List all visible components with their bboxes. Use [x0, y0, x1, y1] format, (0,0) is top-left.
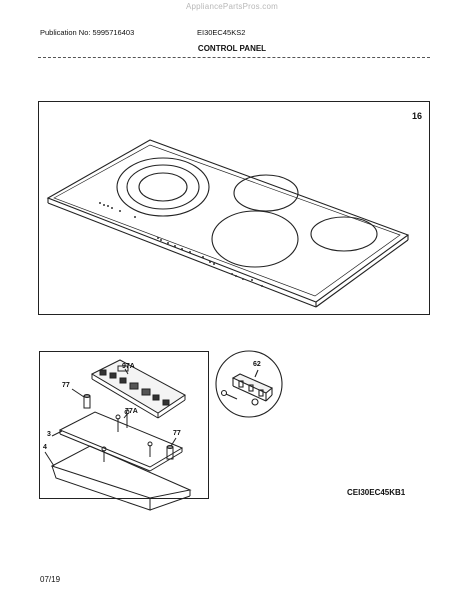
callout-77-right: 77: [173, 430, 181, 437]
document-code: CEI30EC45KB1: [347, 488, 406, 497]
model-number: EI30EC45KS2: [197, 28, 246, 37]
header-divider: [38, 57, 430, 58]
section-title: CONTROL PANEL: [197, 44, 267, 53]
site-watermark: AppliancePartsPros.com: [186, 2, 278, 11]
callout-3: 3: [47, 431, 51, 438]
revision-date: 07/19: [40, 575, 61, 584]
callout-77-left: 77: [62, 382, 70, 389]
control-panel-figure-frame: [39, 351, 209, 499]
publication-number: Publication No: 5995716403: [40, 28, 135, 37]
figure-number: 16: [412, 111, 423, 121]
callout-4: 4: [43, 444, 47, 451]
callout-62: 62: [253, 361, 261, 368]
callout-97a: 97A: [122, 363, 135, 370]
callout-77a: 77A: [125, 408, 138, 415]
cooktop-figure-frame: [38, 101, 430, 315]
